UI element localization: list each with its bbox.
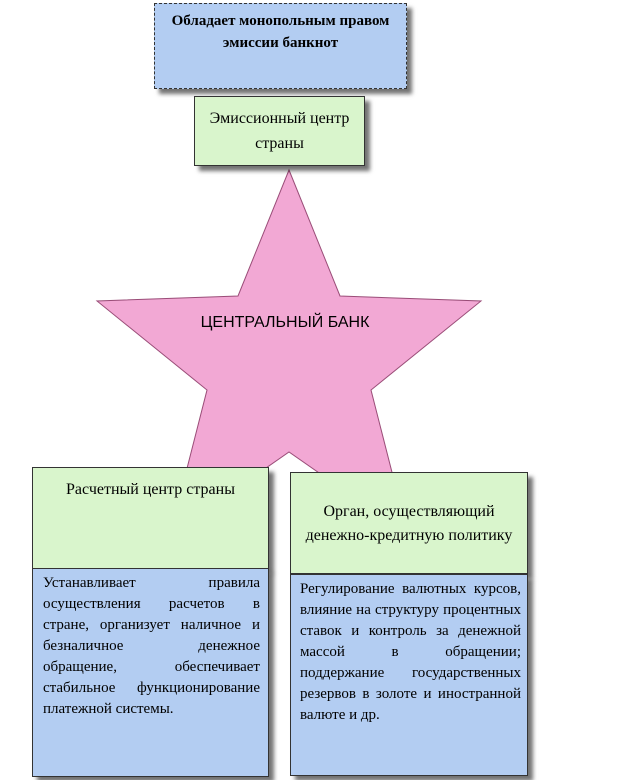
settlement-center-description: Устанавливает правила осуществления расч…	[43, 575, 260, 717]
settlement-center-title-box: Расчетный центр страны	[32, 467, 269, 569]
settlement-center-title: Расчетный центр страны	[66, 481, 235, 498]
star-shape	[95, 168, 483, 537]
emission-center-box: Эмиссионный центр страны	[194, 96, 365, 166]
monetary-policy-title: Орган, осуществляющий денежно-кредитную …	[305, 503, 513, 544]
monetary-policy-title-box: Орган, осуществляющий денежно-кредитную …	[290, 472, 528, 574]
monopoly-emission-text: Обладает монопольным правом эмиссии банк…	[171, 13, 390, 51]
monetary-policy-description: Регулирование валютных курсов, влияние н…	[300, 581, 521, 723]
monetary-policy-description-box: Регулирование валютных курсов, влияние н…	[290, 574, 528, 776]
monopoly-emission-box: Обладает монопольным правом эмиссии банк…	[154, 3, 407, 89]
central-bank-label: ЦЕНТРАЛЬНЫЙ БАНК	[200, 314, 370, 331]
settlement-center-description-box: Устанавливает правила осуществления расч…	[32, 568, 269, 777]
emission-center-text: Эмиссионный центр страны	[209, 110, 350, 152]
